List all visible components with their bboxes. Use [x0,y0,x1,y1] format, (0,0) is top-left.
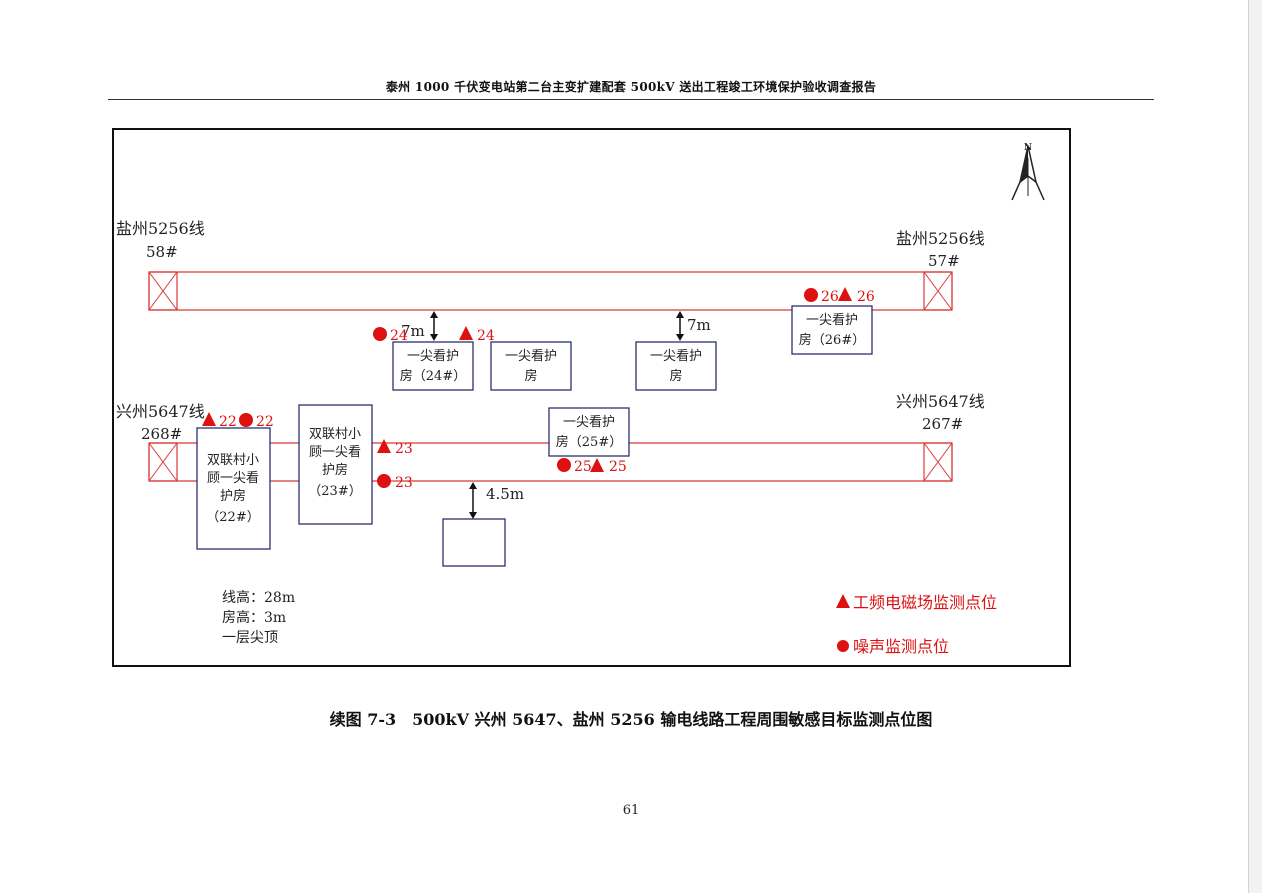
tower-57-icon [923,271,953,311]
house-26: 一尖看护 房（26#） [791,305,873,355]
monitoring-point-24: 24 24 [373,326,495,344]
house-unnumbered-2: 一尖看护 房 [635,341,717,391]
report-header-title: 泰州 1000 千伏变电站第二台主变扩建配套 500kV 送出工程竣工环境保护验… [385,80,877,94]
monitoring-point-25: 25 25 [557,458,627,475]
noise-dot-icon [557,458,571,472]
house-24: 一尖看护 房（24#） [392,341,474,391]
svg-text:护房: 护房 [322,462,348,478]
yanzhou-line-label-west: 盐州5256线 [116,219,205,238]
tower-267-icon [923,442,953,482]
svg-text:房: 房 [669,368,682,384]
svg-text:一尖看护: 一尖看护 [806,312,858,328]
noise-dot-icon [804,288,818,302]
distance-label-3: 4.5m [486,485,524,503]
tower-58-label: 58# [146,243,178,261]
distance-marker-1: 7m [401,311,438,341]
house-25: 一尖看护 房（25#） [548,407,630,457]
north-arrow-icon: N [1011,143,1045,201]
svg-text:24: 24 [390,328,408,344]
distance-marker-2: 7m [676,311,711,341]
svg-text:25: 25 [609,459,627,475]
figure-frame: N 盐州5256线 58# 盐州5256线 57# [112,128,1071,667]
svg-text:24: 24 [477,328,495,344]
monitoring-diagram: N 盐州5256线 58# 盐州5256线 57# [116,143,1045,656]
svg-text:一尖看护: 一尖看护 [505,348,557,364]
distance-label-2: 7m [687,316,711,334]
svg-text:一尖看护: 一尖看护 [407,348,459,364]
emf-triangle-icon [202,412,216,426]
emf-triangle-icon [590,458,604,472]
house-23: 双联村小 顾一尖看 护房 （23#） [298,404,373,525]
tower-268-label: 268# [141,425,182,443]
monitoring-point-22: 22 22 [202,412,274,430]
north-label: N [1024,143,1032,153]
legend-noise-dot-icon [837,640,849,652]
svg-text:22: 22 [256,414,274,430]
legend: 工频电磁场监测点位 噪声监测点位 [836,593,997,656]
note-line-height: 线高：28m [222,589,295,606]
emf-triangle-icon [838,287,852,301]
legend-emf-label: 工频电磁场监测点位 [853,593,997,612]
svg-text:23: 23 [395,441,413,457]
svg-text:顾一尖看: 顾一尖看 [309,444,361,460]
svg-text:26: 26 [821,289,839,305]
note-roof: 一层尖顶 [222,630,278,646]
svg-text:一尖看护: 一尖看护 [563,414,615,430]
svg-text:双联村小: 双联村小 [309,427,361,442]
svg-text:房: 房 [524,368,537,384]
noise-dot-icon [377,474,391,488]
legend-noise-label: 噪声监测点位 [853,637,949,656]
header-rule [108,99,1154,100]
legend-emf-triangle-icon [836,594,850,608]
svg-text:房（25#）: 房（25#） [556,434,622,450]
svg-text:护房: 护房 [220,488,246,504]
noise-dot-icon [239,413,253,427]
page-edge [1248,0,1262,893]
house-unnumbered-1: 一尖看护 房 [490,341,572,391]
note-house-height: 房高：3m [222,609,286,626]
tower-57-label: 57# [928,252,960,270]
xingzhou-line-label-west: 兴州5647线 [116,402,205,421]
monitoring-point-23: 23 23 [377,439,413,491]
emf-triangle-icon [377,439,391,453]
svg-text:22: 22 [219,414,237,430]
distance-label-1: 7m [401,322,425,340]
page-number: 61 [622,803,640,818]
emf-triangle-icon [459,326,473,340]
svg-text:房（26#）: 房（26#） [799,332,865,348]
svg-text:23: 23 [395,475,413,491]
svg-text:一尖看护: 一尖看护 [650,348,702,364]
distance-marker-3: 4.5m [469,482,524,519]
svg-text:（23#）: （23#） [308,484,361,499]
svg-text:双联村小: 双联村小 [207,453,259,468]
tower-267-label: 267# [922,415,963,433]
xingzhou-line-label-east: 兴州5647线 [896,392,985,411]
house-unlabeled-south [442,518,506,567]
tower-58-icon [148,271,178,311]
svg-text:顾一尖看: 顾一尖看 [207,470,259,486]
noise-dot-icon [373,327,387,341]
svg-text:房（24#）: 房（24#） [400,368,466,384]
house-22: 双联村小 顾一尖看 护房 （22#） [196,427,271,550]
yanzhou-line-label-east: 盐州5256线 [896,229,985,248]
tower-268-icon [148,442,178,482]
svg-text:26: 26 [857,289,875,305]
svg-text:（22#）: （22#） [206,510,259,525]
figure-caption: 续图 7-3 500kV 兴州 5647、盐州 5256 输电线路工程周围敏感目… [329,710,933,729]
monitoring-point-26: 26 26 [804,287,875,305]
svg-text:25: 25 [574,459,592,475]
